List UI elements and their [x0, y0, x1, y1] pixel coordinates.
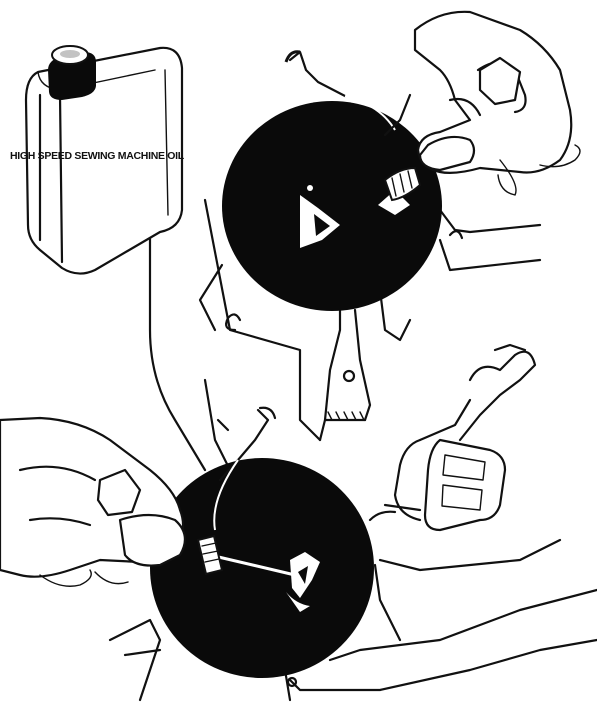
oil-bottle-label: HIGH SPEED SEWING MACHINE OIL: [10, 150, 185, 162]
oil-bottle: HIGH SPEED SEWING MACHINE OIL: [10, 46, 185, 274]
oil-brush-application-upper-icon: [222, 12, 580, 311]
oil-brush-application-lower-icon: [0, 408, 374, 678]
